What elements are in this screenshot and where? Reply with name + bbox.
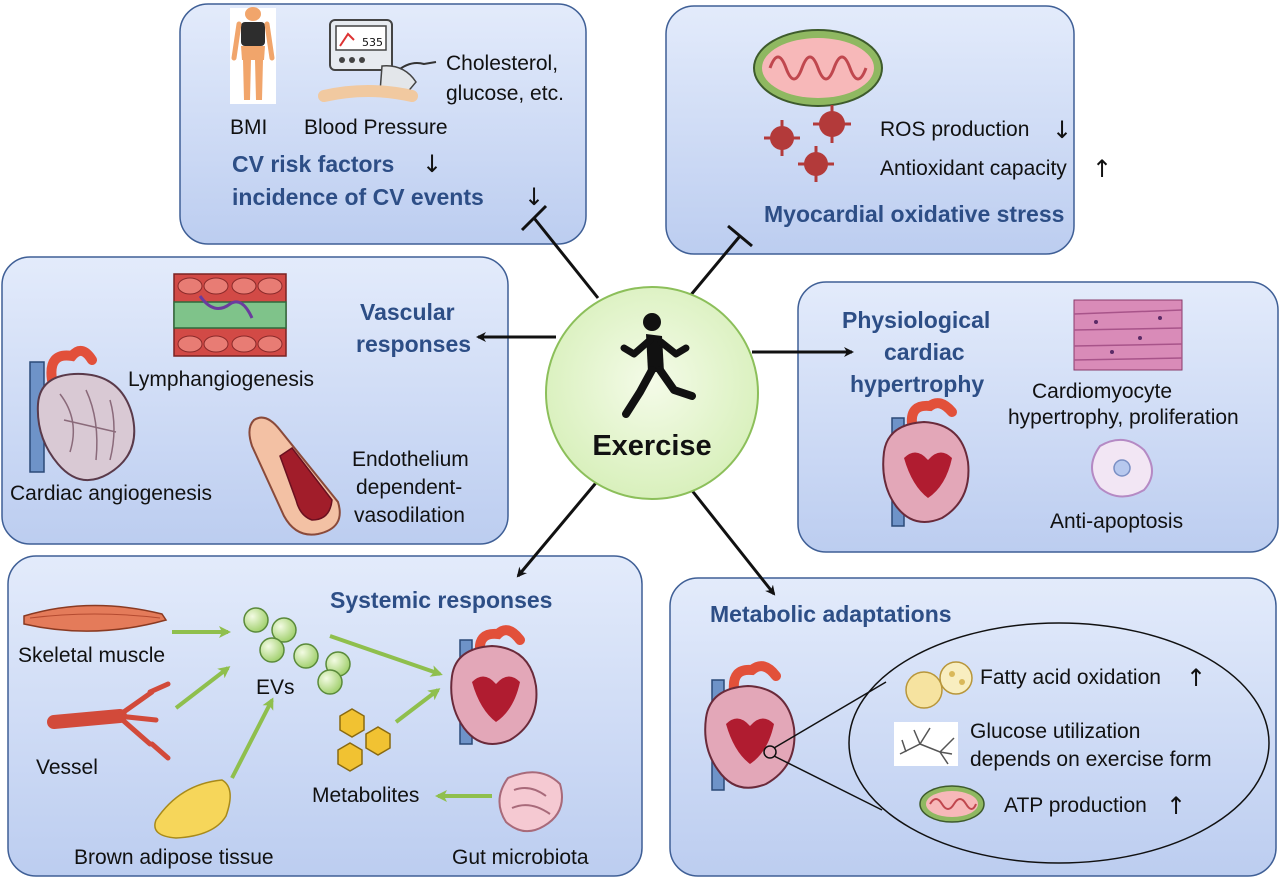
arrow-adipose-to-evs [230, 697, 274, 779]
arrow-metabolites-to-heart [394, 688, 441, 724]
ros-down-arrow: ↓ [1052, 116, 1072, 144]
metabolites-label: Metabolites [312, 784, 419, 807]
connectors [476, 204, 854, 596]
cv-risk-title-line1: CV risk factors [232, 151, 394, 177]
mitochondrion-icon [753, 29, 883, 107]
vessel-icon [47, 681, 171, 761]
extracellular-vesicles-icon [243, 607, 351, 695]
glucose-utilization-label-line1: Glucose utilization [970, 720, 1140, 743]
systemic-heart-icon [450, 625, 538, 745]
body-silhouette-icon [230, 7, 276, 104]
cardiac-angiogenesis-heart-icon [29, 345, 136, 482]
ros-particles-icon [764, 105, 851, 182]
inhibit-oxidative-line [688, 235, 742, 297]
lymphangiogenesis-label: Lymphangiogenesis [128, 368, 314, 391]
bmi-label: BMI [230, 116, 267, 139]
cv-risk-down-arrow-2: ↓ [524, 183, 544, 211]
arrow-to-metabolic [688, 487, 776, 596]
blood-pressure-label: Blood Pressure [304, 116, 448, 139]
vascular-title-line1: Vascular [360, 299, 455, 325]
cholesterol-label-line1: Cholesterol, [446, 52, 558, 75]
cardiomyocyte-tissue-icon [1073, 299, 1183, 371]
lymphatic-tissue-icon [173, 273, 287, 357]
runner-icon [620, 313, 696, 418]
exercise-label: Exercise [592, 430, 711, 462]
zoom-marker [763, 745, 777, 759]
oxidative-stress-title: Myocardial oxidative stress [764, 201, 1064, 227]
cv-risk-title-line2: incidence of CV events [232, 184, 484, 210]
inhibit-oxidative-bar [727, 224, 753, 248]
endothelium-label-line1: Endothelium [352, 448, 469, 471]
fat-droplets-icon [905, 661, 973, 709]
glycogen-branch-icon [894, 722, 958, 766]
exercise-circle [545, 286, 759, 500]
blood-vessel-cross-section-icon [248, 416, 341, 536]
fatty-acid-oxidation-label: Fatty acid oxidation [980, 666, 1161, 689]
cardiomyocyte-label-line2: hypertrophy, proliferation [1008, 406, 1239, 429]
atp-up-arrow: ↑ [1166, 792, 1186, 820]
gut-microbiota-label: Gut microbiota [452, 846, 589, 869]
glucose-utilization-label-line2: depends on exercise form [970, 748, 1212, 771]
cholesterol-label-line2: glucose, etc. [446, 82, 564, 105]
arrow-vessel-to-evs [174, 666, 231, 710]
fatty-acid-up-arrow: ↑ [1186, 664, 1206, 692]
systemic-title: Systemic responses [330, 587, 552, 613]
blood-pressure-monitor-icon: 535 [318, 19, 437, 102]
ros-production-label: ROS production [880, 118, 1029, 141]
hypertrophy-title-line2: cardiac [884, 339, 965, 365]
hypertrophy-heart-icon [882, 398, 970, 527]
atp-production-label: ATP production [1004, 794, 1147, 817]
metabolic-heart-icon [704, 661, 796, 791]
skeletal-muscle-label: Skeletal muscle [18, 644, 165, 667]
inhibit-cv-risk-bar [520, 204, 548, 232]
cv-risk-down-arrow-1: ↓ [422, 150, 442, 178]
metabolic-title: Metabolic adaptations [710, 601, 952, 627]
hypertrophy-title-line3: hypertrophy [850, 371, 984, 397]
brown-adipose-tissue-label: Brown adipose tissue [74, 846, 274, 869]
arrow-evs-to-heart [329, 634, 443, 677]
metabolic-zoom-ellipse [848, 622, 1270, 864]
systemic-green-arrows [172, 626, 492, 802]
cv-risk-box [179, 3, 587, 245]
endothelium-label-line2: dependent- [356, 476, 462, 499]
vascular-title-line2: responses [356, 331, 471, 357]
svg-text:535: 535 [362, 36, 383, 49]
cardiac-angiogenesis-label: Cardiac angiogenesis [10, 482, 212, 505]
arrow-to-systemic [516, 477, 602, 578]
brown-adipose-tissue-icon [154, 779, 231, 839]
hypertrophy-title-line1: Physiological [842, 307, 990, 333]
vessel-label: Vessel [36, 756, 98, 779]
cardiomyocyte-label-line1: Cardiomyocyte [1032, 380, 1172, 403]
inhibit-cv-risk-line [532, 217, 600, 299]
endothelium-label-line3: vasodilation [354, 504, 465, 527]
metabolite-hexagons-icon [337, 708, 391, 772]
evs-label: EVs [256, 676, 295, 699]
antioxidant-up-arrow: ↑ [1092, 155, 1112, 183]
antioxidant-capacity-label: Antioxidant capacity [880, 157, 1067, 180]
atp-mitochondrion-icon [919, 785, 985, 823]
apoptotic-cell-icon [1091, 439, 1153, 498]
anti-apoptosis-label: Anti-apoptosis [1050, 510, 1183, 533]
vascular-box [1, 256, 509, 545]
metabolic-box [669, 577, 1277, 877]
gut-microbiota-icon [498, 771, 563, 833]
skeletal-muscle-icon [23, 604, 168, 632]
